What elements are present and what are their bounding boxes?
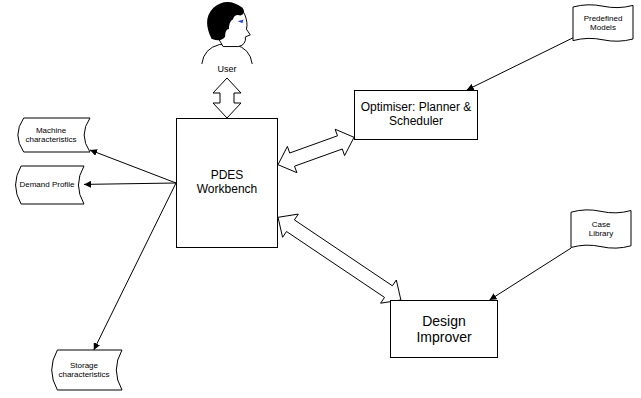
arrow-line [467, 38, 573, 90]
block-arrow [278, 214, 401, 303]
node-label: PDES Workbench [192, 169, 262, 197]
data-store: Demand Profile [10, 166, 84, 204]
process-box: Optimiser: Planner & Scheduler [354, 90, 478, 140]
node-label: Design Improver [404, 313, 484, 345]
process-box: Design Improver [390, 300, 498, 358]
node-label: Machine characteristics [21, 126, 81, 144]
node-label: Storage characteristics [55, 361, 113, 379]
process-box: PDES Workbench [176, 118, 278, 248]
node-label: Predefined Models [582, 14, 624, 32]
node-label: Optimiser: Planner & Scheduler [360, 101, 472, 129]
node-label: User [217, 64, 236, 74]
block-arrow [213, 78, 241, 118]
node-label: Case Library [580, 220, 622, 238]
block-arrow [278, 129, 354, 173]
data-store: Case Library [571, 208, 631, 250]
data-store: Predefined Models [573, 3, 633, 43]
arrow-line [90, 150, 176, 183]
node-label: Demand Profile [19, 180, 74, 189]
arrow-line [94, 183, 176, 350]
user-icon [196, 0, 258, 64]
user-figure: User [196, 0, 258, 78]
arrow-line [84, 183, 176, 184]
data-store: Machine characteristics [12, 118, 90, 152]
data-store: Storage characteristics [46, 350, 122, 390]
arrow-line [490, 248, 572, 300]
